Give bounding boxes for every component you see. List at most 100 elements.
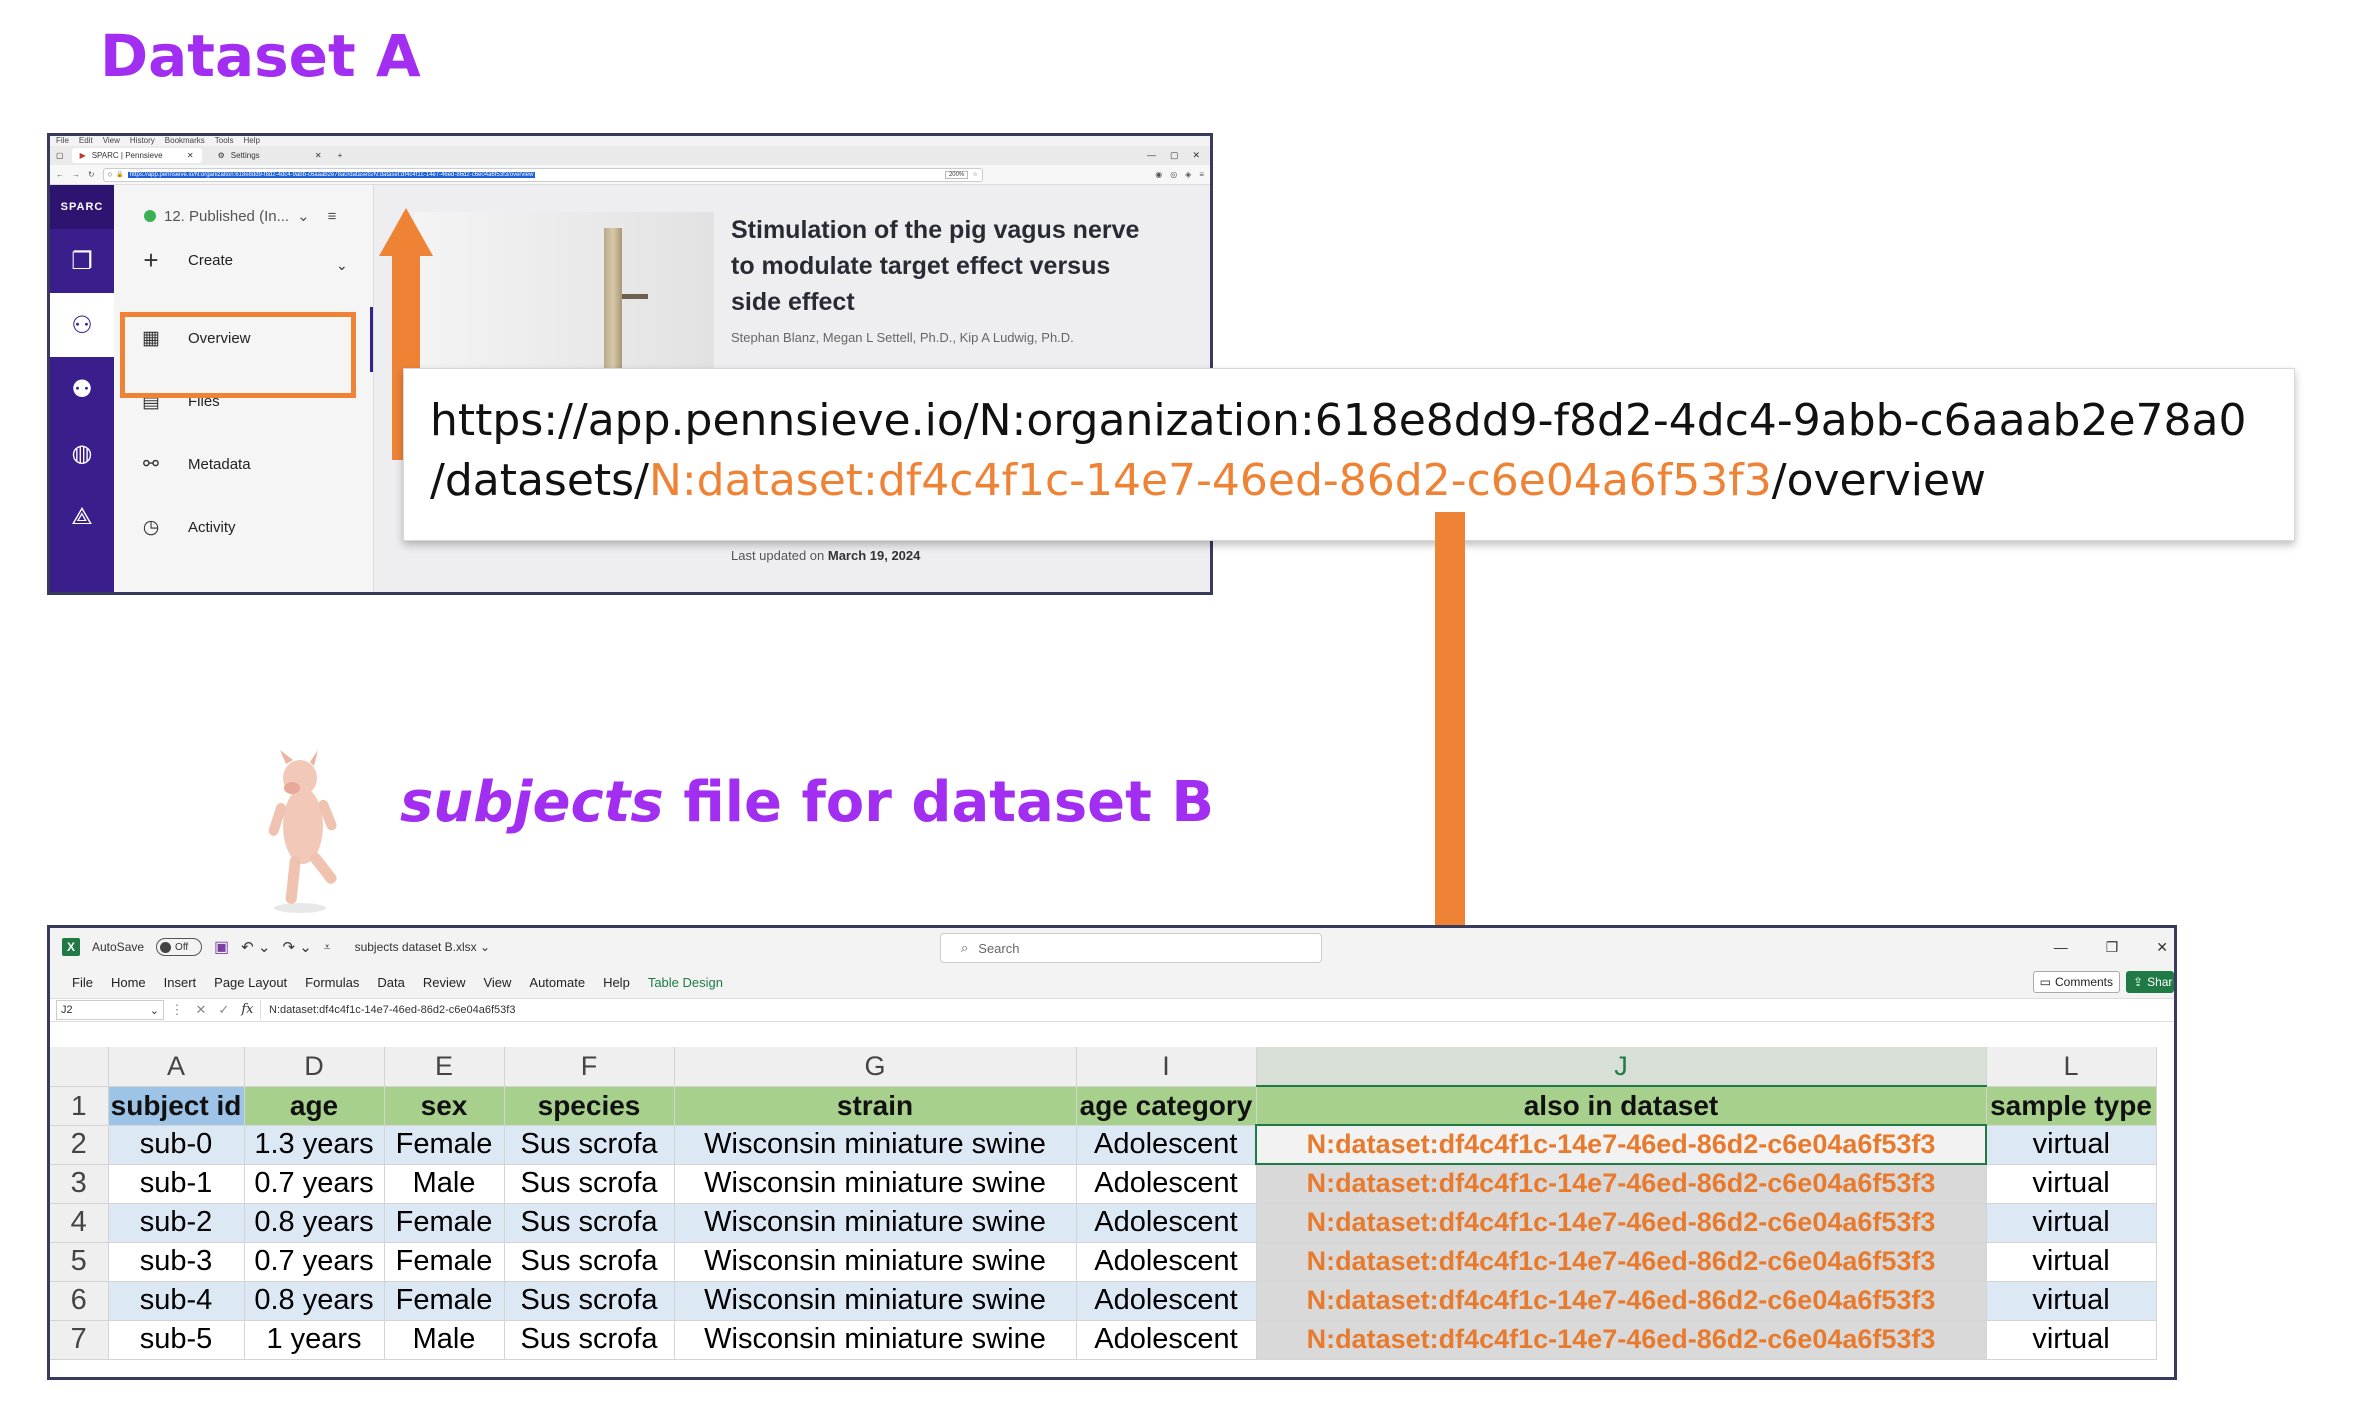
cell[interactable]: Wisconsin miniature swine: [674, 1242, 1077, 1282]
sort-icon[interactable]: ≡: [327, 207, 337, 225]
column-header-d[interactable]: D: [244, 1047, 385, 1087]
cell[interactable]: Sus scrofa: [504, 1320, 675, 1360]
header-cell[interactable]: subject id: [108, 1086, 245, 1126]
tab-sparc[interactable]: ▶ SPARC | Pennsieve ✕: [71, 148, 202, 163]
cell[interactable]: virtual: [1986, 1125, 2157, 1165]
publish-status[interactable]: 12. Published (In... ⌄ ≡: [144, 207, 336, 225]
share-button[interactable]: ⇪Share: [2126, 971, 2174, 993]
cell[interactable]: Female: [384, 1203, 505, 1243]
ribbon-tab-review[interactable]: Review: [422, 974, 466, 990]
nav-overview[interactable]: ▦ Overview: [140, 327, 251, 350]
new-tab-icon[interactable]: +: [337, 151, 343, 160]
minimize-icon[interactable]: —: [2053, 939, 2068, 955]
teams-icon[interactable]: ⚉: [71, 375, 93, 403]
forward-icon[interactable]: →: [72, 170, 80, 179]
cell[interactable]: sub-3: [108, 1242, 245, 1282]
cell[interactable]: Male: [384, 1320, 505, 1360]
extension-icon[interactable]: ◎: [1170, 170, 1178, 179]
ribbon-tab-help[interactable]: Help: [603, 974, 630, 990]
datasets-icon[interactable]: ❐: [71, 247, 93, 275]
comments-button[interactable]: ▭Comments: [2032, 971, 2120, 993]
tab-settings[interactable]: ⚙ Settings ✕: [210, 148, 330, 163]
row-header[interactable]: 7: [50, 1320, 109, 1360]
cell[interactable]: Adolescent: [1076, 1125, 1257, 1165]
enter-icon[interactable]: ✓: [218, 1002, 230, 1017]
cell[interactable]: Wisconsin miniature swine: [674, 1164, 1077, 1204]
column-header-e[interactable]: E: [384, 1047, 505, 1087]
cell[interactable]: N:dataset:df4c4f1c-14e7-46ed-86d2-c6e04a…: [1256, 1320, 1987, 1360]
cell[interactable]: sub-4: [108, 1281, 245, 1321]
cell[interactable]: 1.3 years: [244, 1125, 385, 1165]
row-header[interactable]: 3: [50, 1164, 109, 1204]
nav-metadata[interactable]: ⚯ Metadata: [140, 453, 251, 476]
cell[interactable]: 0.8 years: [244, 1203, 385, 1243]
cell[interactable]: 1 years: [244, 1320, 385, 1360]
cancel-icon[interactable]: ✕: [195, 1002, 207, 1017]
cell[interactable]: Adolescent: [1076, 1164, 1257, 1204]
header-cell[interactable]: sample type: [1986, 1086, 2157, 1126]
star-icon[interactable]: ☆: [972, 172, 978, 178]
cell[interactable]: Wisconsin miniature swine: [674, 1125, 1077, 1165]
column-header-l[interactable]: L: [1986, 1047, 2157, 1087]
nav-activity[interactable]: ◷ Activity: [140, 516, 236, 539]
cell[interactable]: sub-2: [108, 1203, 245, 1243]
autosave-toggle[interactable]: Off: [156, 938, 203, 956]
file-name[interactable]: subjects dataset B.xlsx ⌄: [354, 940, 491, 954]
column-header-g[interactable]: G: [674, 1047, 1077, 1087]
cell[interactable]: virtual: [1986, 1203, 2157, 1243]
row-header[interactable]: 1: [50, 1086, 109, 1126]
menu-tools[interactable]: Tools: [214, 136, 234, 145]
save-icon[interactable]: ▣: [214, 939, 230, 956]
people-icon[interactable]: ⚇: [50, 293, 114, 357]
column-header-a[interactable]: A: [108, 1047, 245, 1087]
cell[interactable]: Wisconsin miniature swine: [674, 1281, 1077, 1321]
cell[interactable]: sub-5: [108, 1320, 245, 1360]
ribbon-tab-page-layout[interactable]: Page Layout: [214, 974, 288, 990]
cell[interactable]: Wisconsin miniature swine: [674, 1320, 1077, 1360]
tab-close-icon[interactable]: ✕: [314, 151, 322, 160]
cell[interactable]: Sus scrofa: [504, 1125, 675, 1165]
cell[interactable]: Sus scrofa: [504, 1242, 675, 1282]
ribbon-tab-table-design[interactable]: Table Design: [647, 974, 723, 990]
select-all-corner[interactable]: [50, 1047, 109, 1087]
minimize-icon[interactable]: —: [1146, 150, 1156, 160]
cell[interactable]: 0.7 years: [244, 1164, 385, 1204]
ribbon-tab-home[interactable]: Home: [110, 974, 146, 990]
ribbon-tab-data[interactable]: Data: [377, 974, 405, 990]
name-box[interactable]: J2⌄: [56, 1000, 164, 1020]
cell[interactable]: sub-1: [108, 1164, 245, 1204]
selected-cell[interactable]: N:dataset:df4c4f1c-14e7-46ed-86d2-c6e04a…: [1255, 1124, 1987, 1165]
integrations-icon[interactable]: ⟁: [71, 503, 93, 530]
cell[interactable]: virtual: [1986, 1281, 2157, 1321]
restore-icon[interactable]: ❐: [2105, 938, 2119, 955]
menu-edit[interactable]: Edit: [78, 136, 93, 145]
extension-icon[interactable]: ◉: [1155, 170, 1163, 179]
ribbon-tab-automate[interactable]: Automate: [529, 974, 586, 990]
cell[interactable]: Sus scrofa: [504, 1164, 675, 1204]
undo-icon[interactable]: ↶ ⌄: [241, 939, 271, 956]
tab-close-icon[interactable]: ✕: [186, 151, 194, 160]
cell[interactable]: N:dataset:df4c4f1c-14e7-46ed-86d2-c6e04a…: [1256, 1242, 1987, 1282]
menu-file[interactable]: File: [56, 136, 69, 145]
ribbon-tab-view[interactable]: View: [483, 974, 512, 990]
header-cell[interactable]: age: [244, 1086, 385, 1126]
cell[interactable]: N:dataset:df4c4f1c-14e7-46ed-86d2-c6e04a…: [1256, 1203, 1987, 1243]
row-header[interactable]: 2: [50, 1125, 109, 1165]
header-cell[interactable]: species: [504, 1086, 675, 1126]
header-cell[interactable]: also in dataset: [1256, 1086, 1987, 1126]
menu-icon[interactable]: ≡: [1199, 170, 1204, 179]
menu-help[interactable]: Help: [243, 136, 260, 145]
customize-icon[interactable]: ⩡: [323, 939, 331, 954]
search-box[interactable]: ⌕ Search: [940, 933, 1322, 963]
menu-history[interactable]: History: [129, 136, 155, 145]
column-header-j[interactable]: J: [1256, 1047, 1987, 1087]
redo-icon[interactable]: ↷ ⌄: [282, 939, 312, 956]
header-cell[interactable]: sex: [384, 1086, 505, 1126]
globe-icon[interactable]: ◍: [71, 439, 93, 467]
zoom-badge[interactable]: 200%: [944, 170, 969, 179]
cell[interactable]: Male: [384, 1164, 505, 1204]
cell[interactable]: Female: [384, 1242, 505, 1282]
ribbon-tab-insert[interactable]: Insert: [163, 974, 197, 990]
close-icon[interactable]: ✕: [1192, 150, 1200, 160]
cell[interactable]: Adolescent: [1076, 1281, 1257, 1321]
